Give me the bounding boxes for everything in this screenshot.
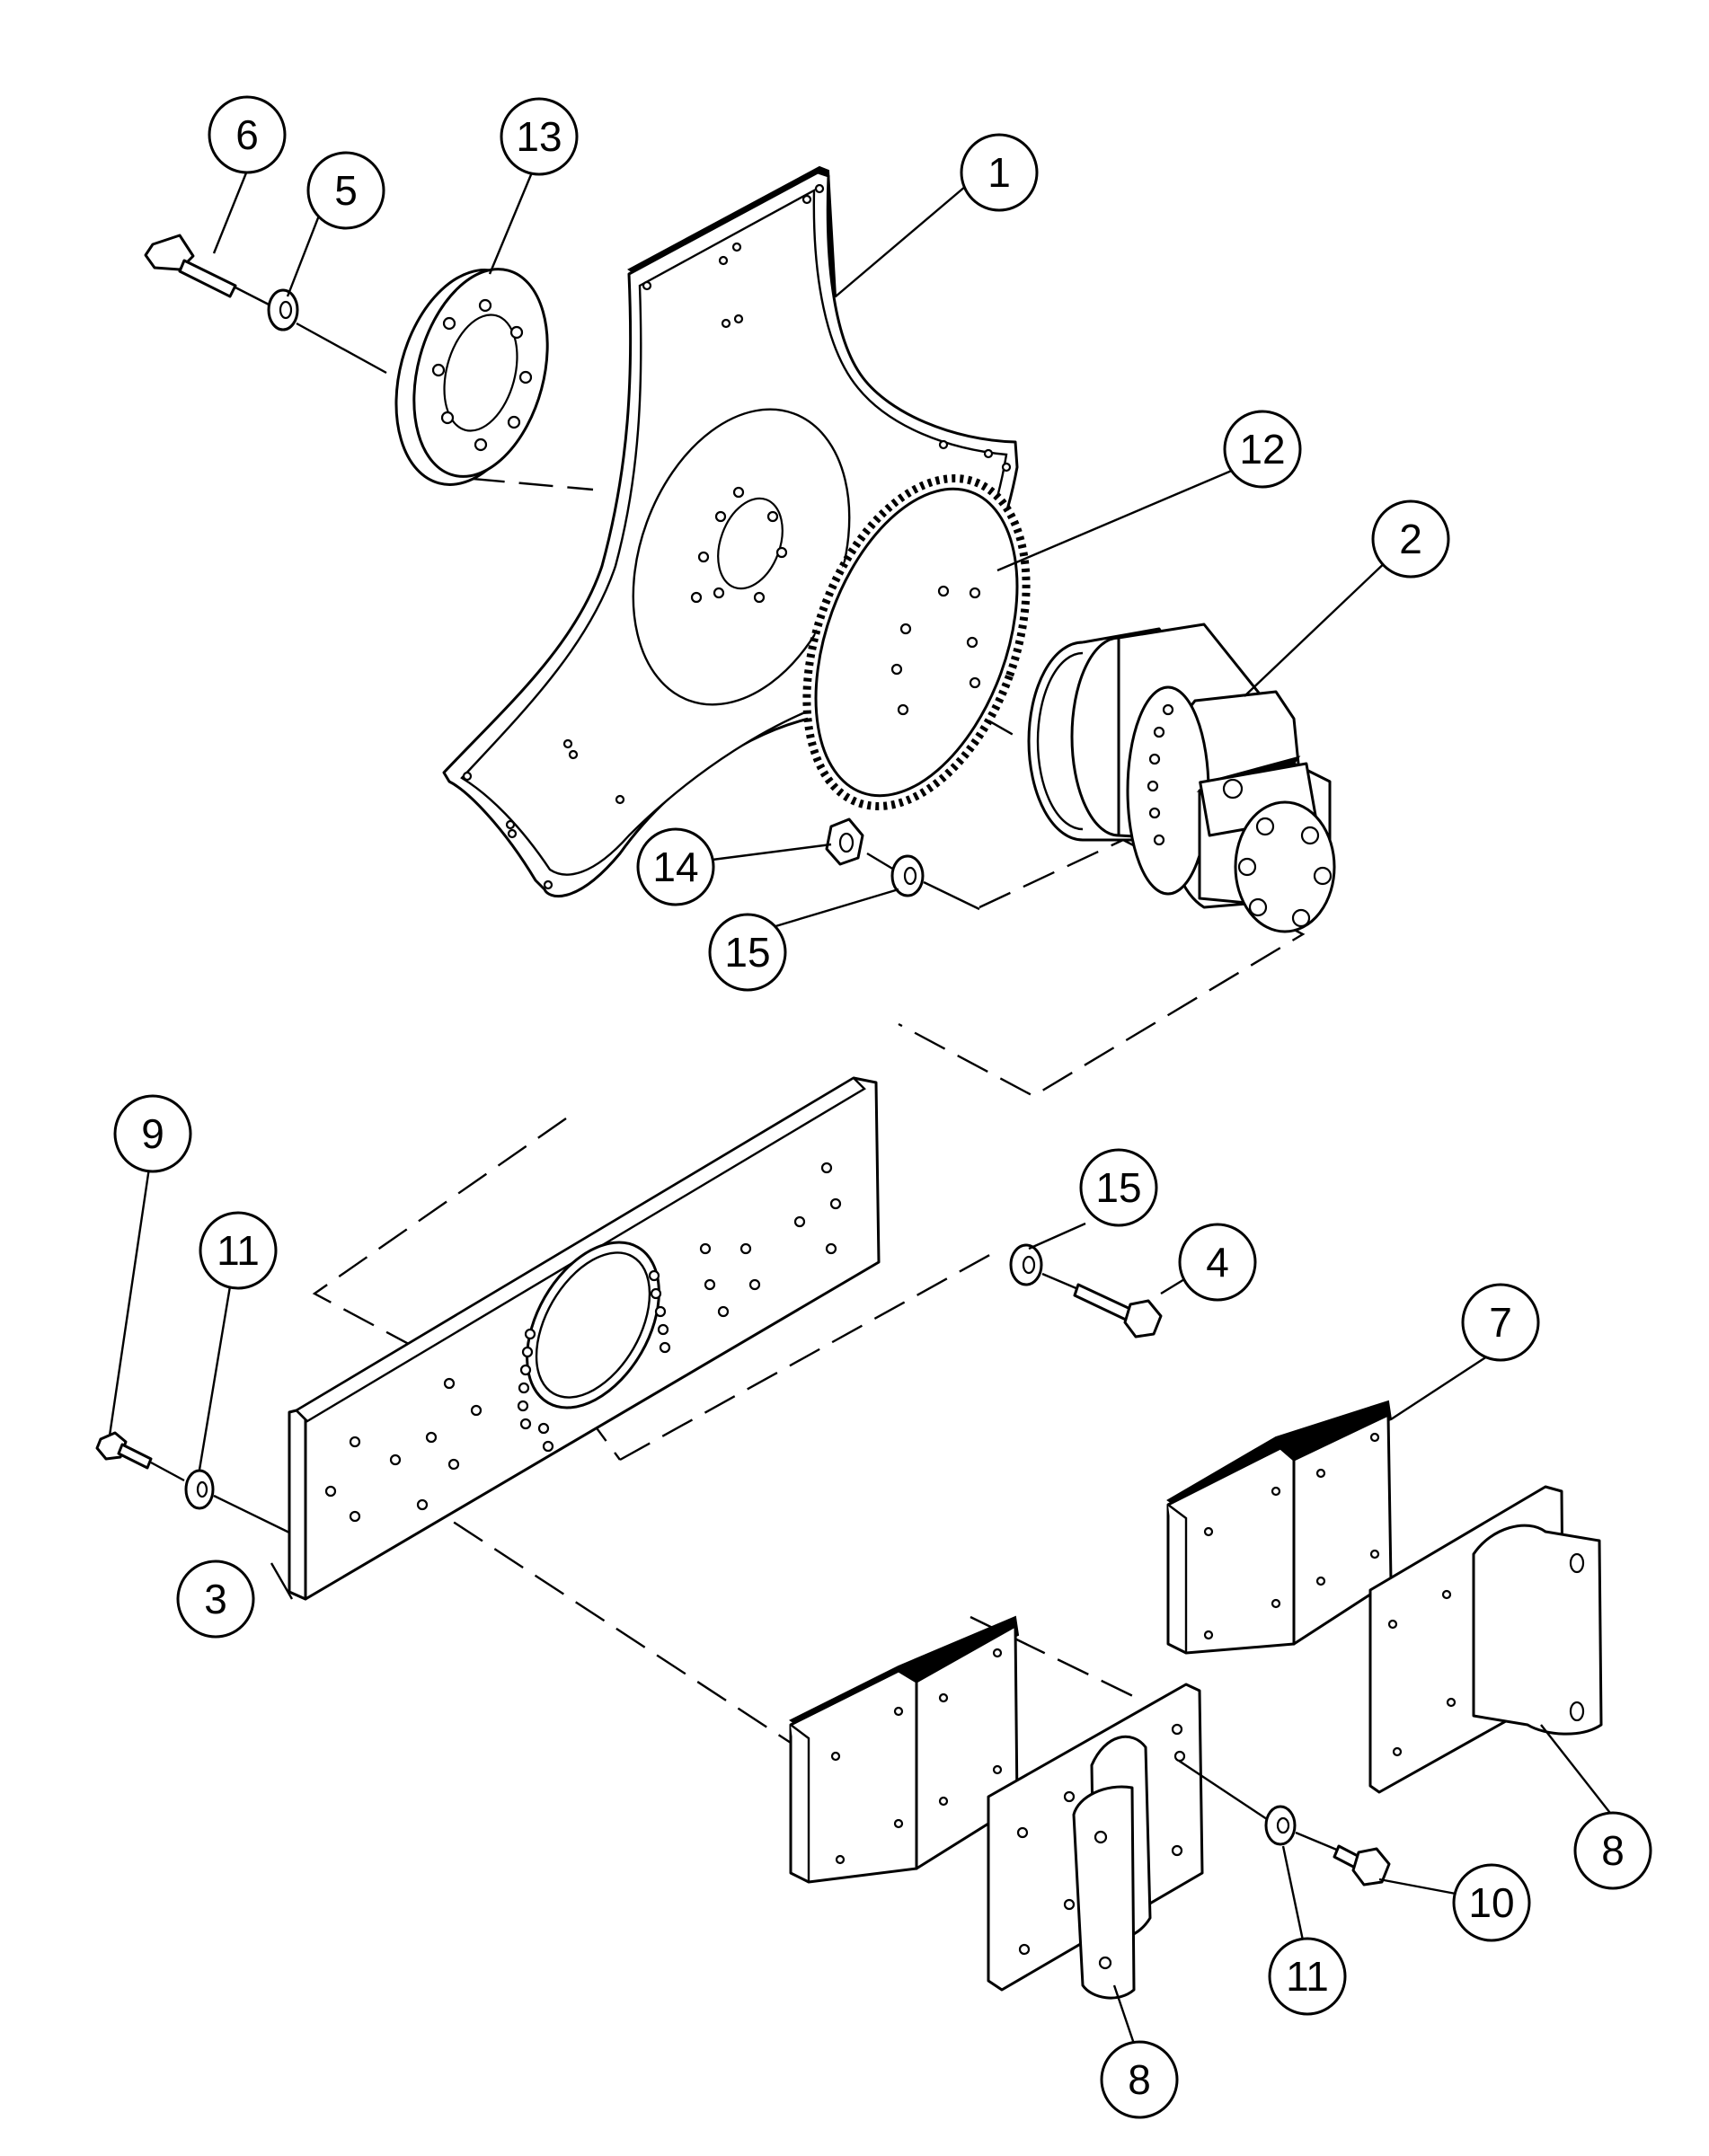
callout-label-15-upper: 15 xyxy=(724,929,770,976)
part-12-ring-gear xyxy=(802,474,1031,810)
part-13-flange-ring xyxy=(394,268,549,486)
callout-label-10: 10 xyxy=(1468,1879,1514,1926)
part-3-mounting-plate xyxy=(288,1076,881,1601)
part-6-bolt xyxy=(144,234,387,375)
callout-balloon-15-upper: 15 xyxy=(708,913,787,992)
part-4-bolt xyxy=(1073,1283,1163,1339)
callout-balloon-5: 5 xyxy=(306,151,385,230)
part-15-washer-upper xyxy=(866,852,980,911)
callout-label-4: 4 xyxy=(1206,1239,1229,1286)
callout-balloon-8-right: 8 xyxy=(1573,1811,1652,1890)
callout-balloon-12: 12 xyxy=(1223,410,1302,489)
part-15-washer-lower xyxy=(1009,1243,1079,1291)
centerline-plate-to-pad xyxy=(412,1494,792,1745)
centerline-hub-to-plate xyxy=(898,838,1306,1098)
callout-balloon-11-right: 11 xyxy=(1268,1937,1347,2016)
callout-label-13: 13 xyxy=(516,113,562,160)
bolt-6-axis xyxy=(235,286,275,309)
callout-balloon-4: 4 xyxy=(1178,1223,1257,1302)
callout-label-6: 6 xyxy=(235,111,259,158)
part-14-nut xyxy=(825,817,864,866)
callout-balloon-8-lower: 8 xyxy=(1100,2040,1179,2119)
callout-label-2: 2 xyxy=(1399,516,1422,562)
callout-label-3: 3 xyxy=(204,1576,227,1622)
callout-balloon-6: 6 xyxy=(208,95,287,174)
callout-balloon-15-lower: 15 xyxy=(1079,1148,1158,1227)
callout-balloon-7: 7 xyxy=(1461,1283,1540,1362)
part-8-bracket-right xyxy=(1368,1485,1603,1794)
callout-balloon-1: 1 xyxy=(960,133,1039,212)
part-11-washer-left xyxy=(184,1469,215,1510)
part-8-bracket-lower xyxy=(987,1683,1204,2000)
callout-label-1: 1 xyxy=(987,149,1011,196)
callout-balloon-13: 13 xyxy=(500,97,579,176)
part-7-pad-pair-upper xyxy=(1166,1400,1393,1655)
callout-balloon-11-left: 11 xyxy=(199,1211,278,1290)
plate-holes xyxy=(324,1162,842,1523)
callout-label-7: 7 xyxy=(1489,1299,1512,1346)
callout-balloon-14: 14 xyxy=(636,827,715,906)
bolt-6-to-flange-axis xyxy=(296,322,387,375)
part-10-bolt xyxy=(1333,1844,1391,1886)
callout-label-12: 12 xyxy=(1239,426,1285,473)
callout-balloon-10: 10 xyxy=(1452,1863,1531,1942)
part-5-washer xyxy=(267,288,299,331)
centerline-bolt4-to-plate xyxy=(619,1251,994,1462)
callout-label-15-lower: 15 xyxy=(1095,1164,1141,1211)
callout-balloon-3: 3 xyxy=(176,1560,255,1639)
part-2-hub-assembly xyxy=(1027,623,1336,933)
lower-pad-pair xyxy=(789,1615,1020,1884)
callout-label-11-right: 11 xyxy=(1286,1953,1329,2000)
callout-leaders xyxy=(108,170,1614,2045)
part-9-bolt xyxy=(95,1431,290,1534)
callout-balloon-2: 2 xyxy=(1371,499,1450,579)
callout-balloon-9: 9 xyxy=(113,1094,192,1173)
callout-label-9: 9 xyxy=(141,1110,164,1157)
part-1-flywheel-plate xyxy=(442,165,1019,898)
part-11-washer-right xyxy=(1178,1759,1340,1852)
callout-label-14: 14 xyxy=(652,844,698,890)
callout-label-5: 5 xyxy=(334,167,358,214)
callout-label-8-lower: 8 xyxy=(1128,2056,1151,2103)
callout-label-8-right: 8 xyxy=(1601,1827,1625,1874)
callout-label-11-left: 11 xyxy=(217,1227,260,1274)
